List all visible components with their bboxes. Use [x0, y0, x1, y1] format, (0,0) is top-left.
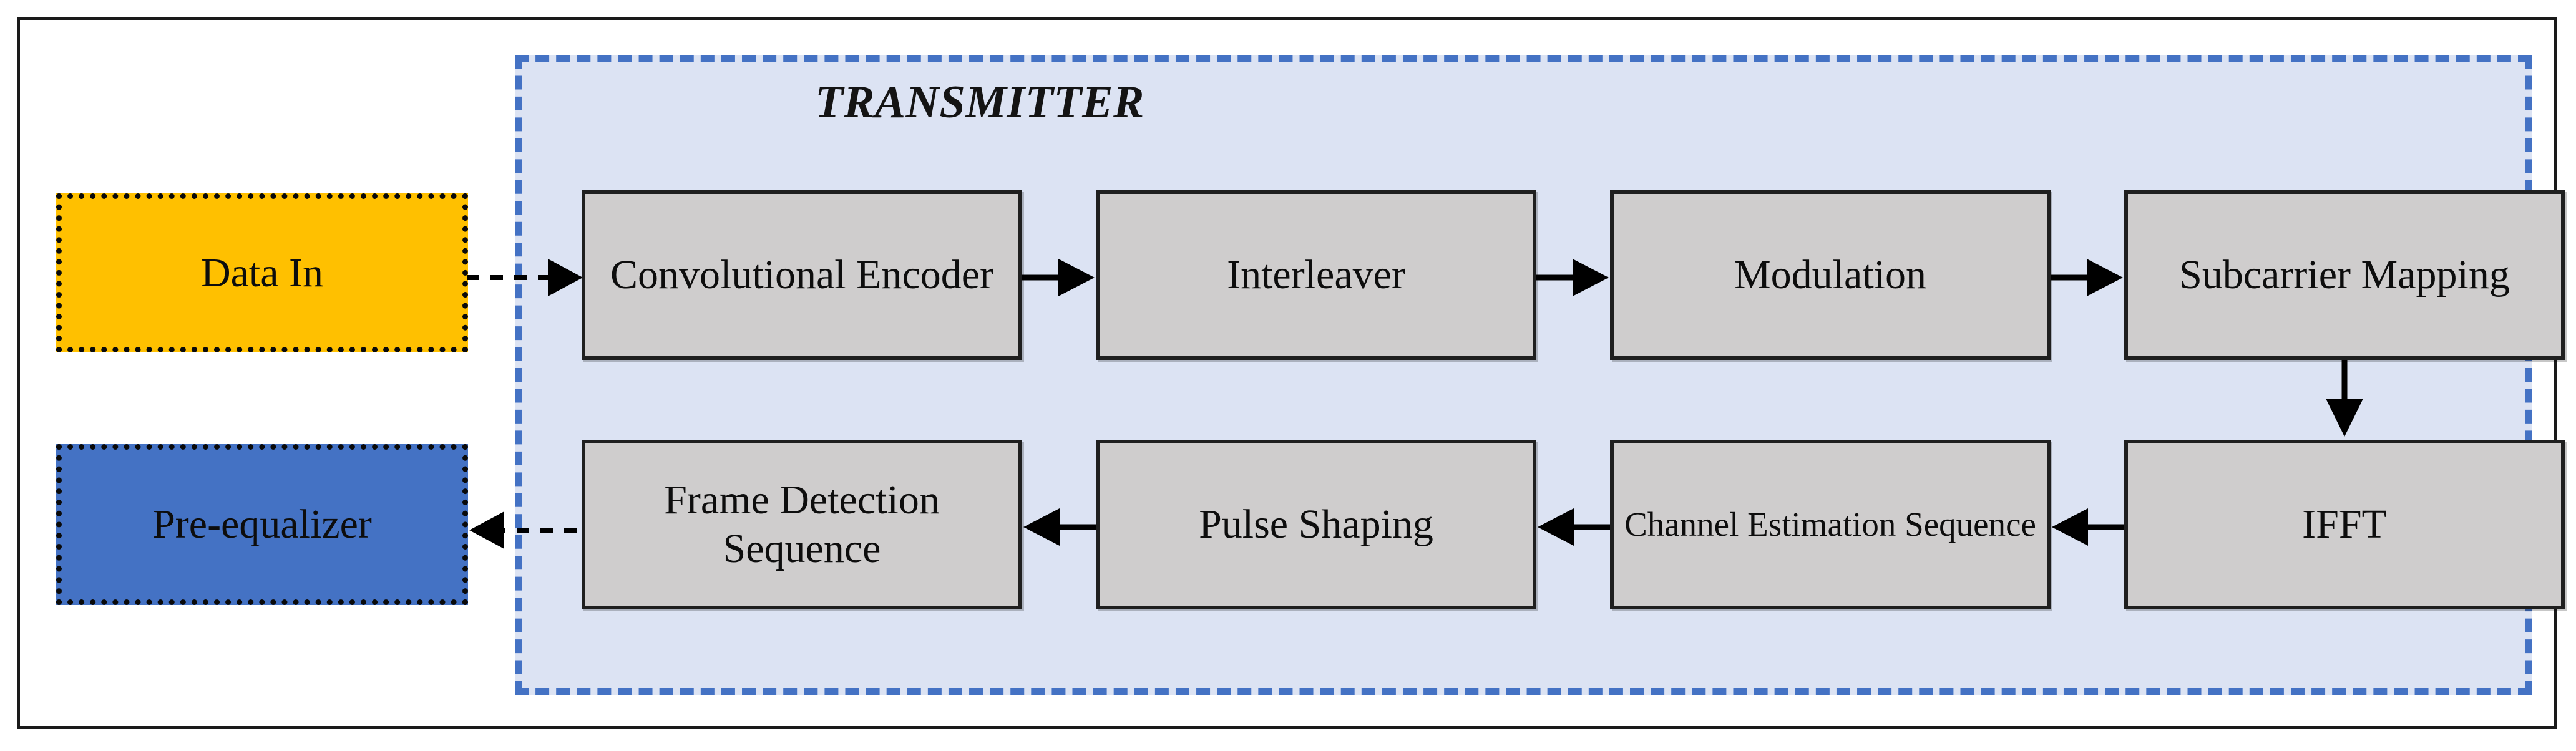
connector-subcarrier-mapping-to-ifft: [2326, 360, 2363, 438]
block-pre-equalizer-label: Pre-equalizer: [152, 501, 372, 547]
block-data-in-label: Data In: [200, 250, 324, 296]
block-convolutional-encoder[interactable]: Convolutional Encoder: [582, 190, 1022, 360]
block-channel-estimation-sequence-label: Channel Estimation Sequence: [1624, 505, 2036, 543]
block-ifft-label: IFFT: [2302, 501, 2387, 548]
block-subcarrier-mapping-label: Subcarrier Mapping: [2179, 252, 2510, 298]
block-modulation[interactable]: Modulation: [1610, 190, 2051, 360]
connector-modulation-to-subcarrier-mapping: [2051, 259, 2124, 296]
block-interleaver[interactable]: Interleaver: [1096, 190, 1536, 360]
block-frame-detection-sequence-label: Frame Detection Sequence: [664, 477, 940, 571]
block-frame-detection-sequence[interactable]: Frame Detection Sequence: [582, 440, 1022, 609]
block-channel-estimation-sequence[interactable]: Channel Estimation Sequence: [1610, 440, 2051, 609]
block-convolutional-encoder-label: Convolutional Encoder: [610, 252, 994, 298]
transmitter-title: TRANSMITTER: [815, 77, 1144, 128]
block-ifft[interactable]: IFFT: [2124, 440, 2565, 609]
block-data-in[interactable]: Data In: [56, 193, 468, 352]
connector-channel-estimation-sequence-to-pulse-shaping: [1536, 508, 1610, 546]
block-pre-equalizer[interactable]: Pre-equalizer: [56, 444, 468, 605]
block-modulation-label: Modulation: [1734, 252, 1926, 298]
connector-frame-detection-sequence-to-pre-equalizer: [467, 511, 585, 549]
block-pulse-shaping[interactable]: Pulse Shaping: [1096, 440, 1536, 609]
connector-pulse-shaping-to-frame-detection-sequence: [1022, 508, 1096, 546]
block-interleaver-label: Interleaver: [1227, 252, 1405, 298]
block-subcarrier-mapping[interactable]: Subcarrier Mapping: [2124, 190, 2565, 360]
connector-data-in-to-convolutional-encoder: [467, 259, 585, 296]
connector-interleaver-to-modulation: [1536, 259, 1610, 296]
block-pulse-shaping-label: Pulse Shaping: [1199, 501, 1433, 548]
connector-ifft-to-channel-estimation-sequence: [2051, 508, 2124, 546]
connector-convolutional-encoder-to-interleaver: [1022, 259, 1096, 296]
